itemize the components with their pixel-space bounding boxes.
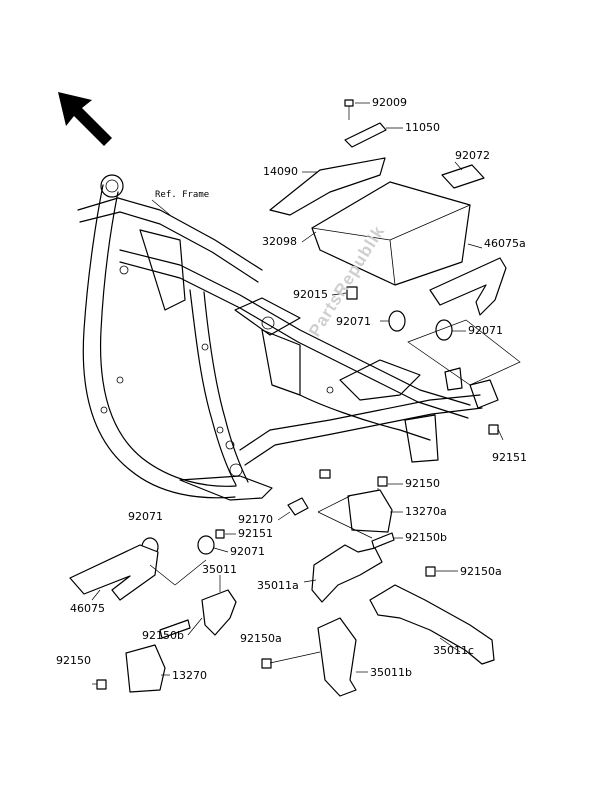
main-frame [77, 174, 499, 501]
part-label-11050[interactable]: 11050 [405, 121, 440, 134]
part-label-92009[interactable]: 92009 [372, 96, 407, 109]
grommet-92071-upper-left [388, 310, 406, 332]
bolt-92150a-lower [261, 658, 272, 669]
bolt-92151-left [215, 529, 225, 539]
part-label-92150a-a[interactable]: 92150a [460, 565, 502, 578]
part-label-92151-b[interactable]: 92151 [238, 527, 273, 540]
part-label-92150b-a[interactable]: 92150b [405, 531, 447, 544]
part-label-35011[interactable]: 35011 [202, 563, 237, 576]
bolt-92150-lower [96, 679, 107, 690]
collar-92015 [346, 286, 358, 300]
bolt-92151-right [488, 424, 499, 435]
part-label-92150-b[interactable]: 92150 [56, 654, 91, 667]
grommet-92071-upper-right [435, 319, 453, 341]
bolt-92150b-upper [371, 532, 395, 549]
step-bracket-35011 [201, 589, 237, 636]
part-label-13270a[interactable]: 13270a [405, 505, 447, 518]
part-label-13270[interactable]: 13270 [172, 669, 207, 682]
part-label-14090[interactable]: 14090 [263, 165, 298, 178]
holder-11050 [344, 122, 387, 148]
leader-lines [91, 102, 504, 685]
part-label-92071-a[interactable]: 92071 [336, 315, 371, 328]
grommet-92071-lower-right [197, 535, 215, 555]
part-label-92150a-b[interactable]: 92150a [240, 632, 282, 645]
part-label-92150-a[interactable]: 92150 [405, 477, 440, 490]
part-label-92170[interactable]: 92170 [238, 513, 273, 526]
part-label-35011b[interactable]: 35011b [370, 666, 412, 679]
part-label-92072[interactable]: 92072 [455, 149, 490, 162]
part-label-92071-c[interactable]: 92071 [128, 510, 163, 523]
part-label-46075a[interactable]: 46075a [484, 237, 526, 250]
plate-13270a [347, 489, 393, 533]
part-label-92015[interactable]: 92015 [293, 288, 328, 301]
part-label-32098[interactable]: 32098 [262, 235, 297, 248]
part-label-92071-b[interactable]: 92071 [468, 324, 503, 337]
battery-case-32098 [311, 181, 471, 286]
step-bracket-35011a [311, 544, 383, 603]
battery-cover-14090 [269, 157, 386, 216]
clamp-92170 [287, 497, 309, 516]
bolt-92150a-right [425, 566, 436, 577]
bracket-46075a [429, 257, 507, 316]
part-label-92071-d[interactable]: 92071 [230, 545, 265, 558]
bolt-92009 [344, 99, 354, 120]
step-bracket-35011b [317, 617, 357, 697]
part-label-35011a[interactable]: 35011a [257, 579, 299, 592]
ref-frame-label: Ref. Frame [155, 190, 210, 200]
grouping-lines [149, 319, 521, 586]
part-label-46075[interactable]: 46075 [70, 602, 105, 615]
bolt-92150b-lower [159, 619, 191, 639]
plate-13270 [125, 644, 166, 693]
part-label-35011c[interactable]: 35011c [433, 644, 475, 657]
step-bracket-35011c [369, 584, 495, 665]
part-label-92150b-b[interactable]: 92150b [142, 629, 184, 642]
bracket-46075 [69, 544, 159, 601]
direction-arrow-icon [58, 92, 112, 146]
pad-92072 [441, 164, 485, 189]
part-label-92151-a[interactable]: 92151 [492, 451, 527, 464]
